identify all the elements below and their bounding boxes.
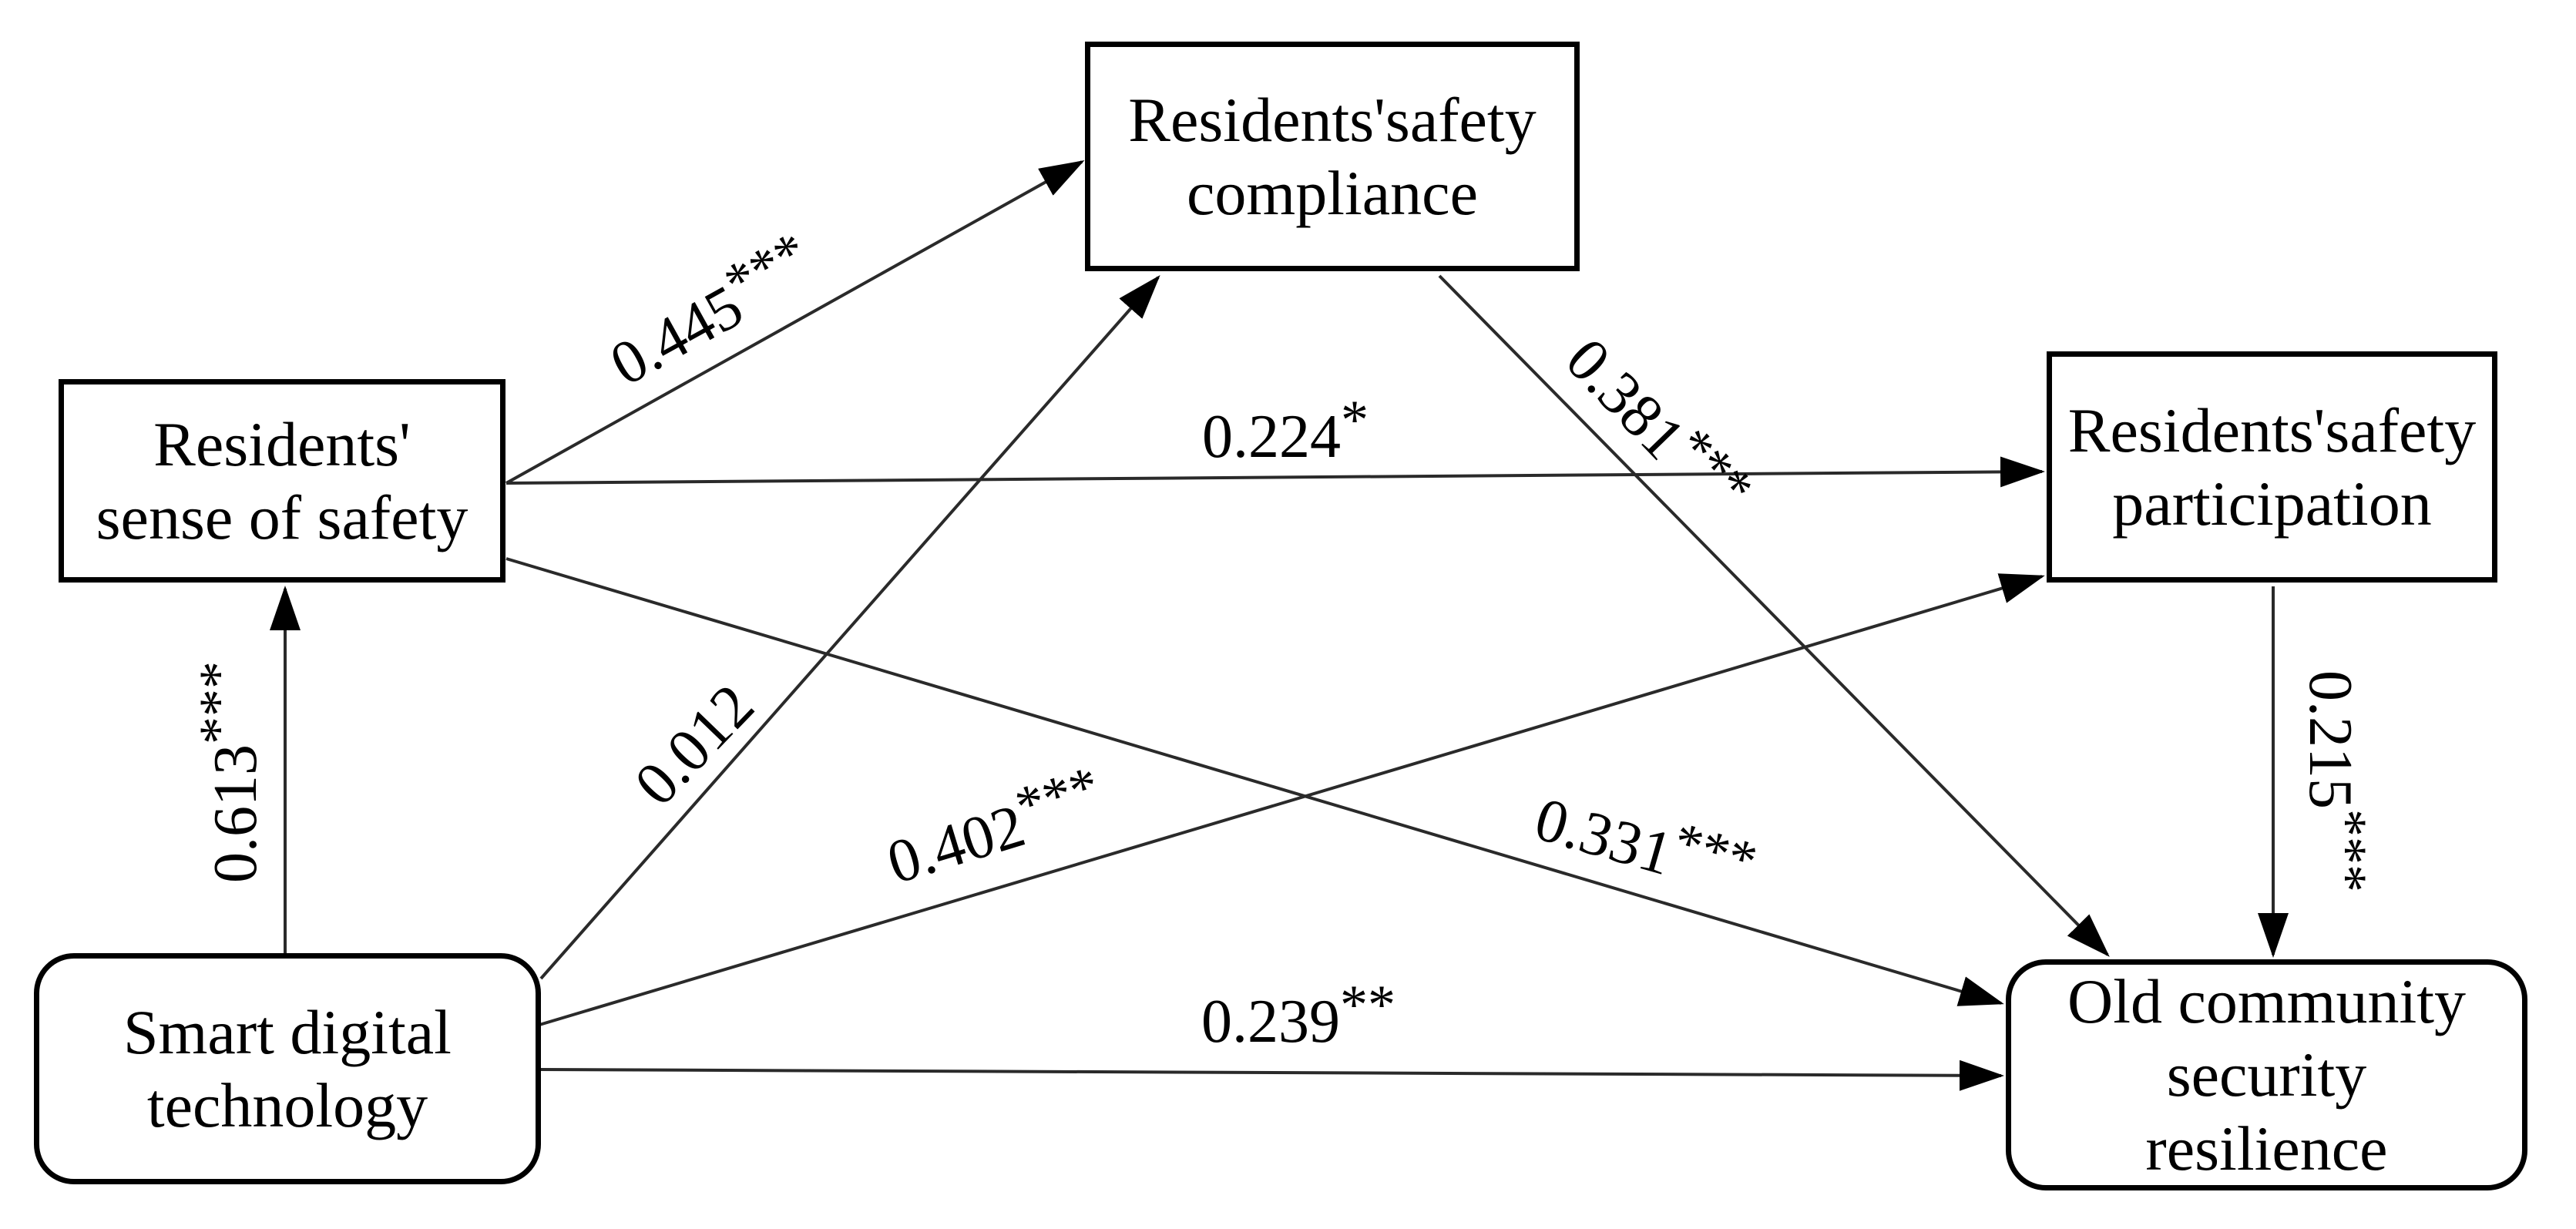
- arrow-sense-to-resilience: [505, 557, 2004, 1006]
- arrow-smart-to-resilience: [540, 1059, 2004, 1091]
- coef-label-smart-participation: 0.402***: [876, 754, 1112, 898]
- node-residents-sense-of-safety: Residents' sense of safety: [59, 379, 505, 583]
- node-old-community-security-resilience: Old community security resilience: [2006, 959, 2527, 1190]
- arrow-smart-to-participation: [539, 573, 2045, 1026]
- coef-label-participation-resilience: 0.215***: [2296, 670, 2378, 892]
- arrow-smart-to-compliance: [539, 274, 1160, 980]
- coef-label-sense-compliance: 0.445***: [593, 220, 826, 398]
- arrow-sense-to-compliance: [505, 160, 1085, 485]
- node-smart-digital-technology: Smart digital technology: [34, 953, 541, 1184]
- arrow-compliance-to-resilience: [1438, 274, 2110, 957]
- coef-label-smart-resilience: 0.239**: [1201, 974, 1395, 1056]
- coef-label-smart-sense: 0.613***: [188, 661, 270, 883]
- node-residents-safety-participation: Residents'safety participation: [2047, 351, 2497, 583]
- coef-label-sense-resilience: 0.331***: [1528, 772, 1764, 912]
- arrow-sense-to-participation: [505, 456, 2045, 488]
- coef-label-sense-participation: 0.224*: [1202, 389, 1369, 471]
- node-residents-safety-compliance: Residents'safety compliance: [1085, 42, 1580, 271]
